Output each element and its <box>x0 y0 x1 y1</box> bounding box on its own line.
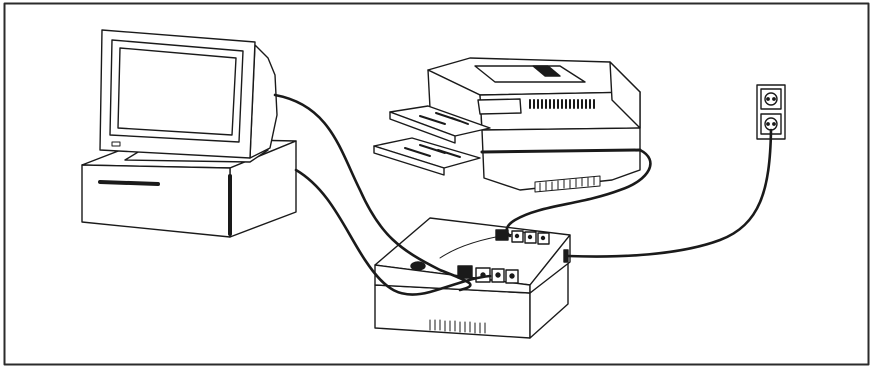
printer-base-vent-lines <box>539 176 595 192</box>
printer-base-vent <box>534 175 601 193</box>
printer-lower-body <box>481 127 641 191</box>
computer-monitor <box>99 29 278 163</box>
figure-frame <box>3 2 870 366</box>
ups-front-switch <box>457 265 473 279</box>
tower-cable <box>294 168 492 296</box>
wall-outlet <box>756 84 786 140</box>
cables <box>273 93 773 296</box>
ups-power-unit <box>374 217 571 339</box>
upper-tray-guides <box>419 112 469 125</box>
monitor-screen-inner <box>117 47 237 136</box>
tower-front <box>81 164 231 238</box>
lower-tray-front <box>373 145 445 176</box>
top-tray-mark <box>532 65 561 77</box>
ups-vent <box>429 319 486 334</box>
power-led <box>111 141 121 147</box>
monitor-cable <box>273 93 472 292</box>
drive-slot <box>98 180 160 186</box>
laser-printer <box>373 57 642 193</box>
ups-key-switch <box>410 261 426 271</box>
upper-tray-front <box>389 111 456 144</box>
printer-vent <box>529 99 595 109</box>
wall-cable <box>566 128 773 258</box>
printer-cable <box>505 148 652 238</box>
printer-seam <box>480 148 642 154</box>
lower-tray-guides <box>404 144 461 158</box>
printer-display <box>477 98 522 115</box>
ups-side <box>529 234 571 294</box>
top-tray <box>474 65 586 83</box>
